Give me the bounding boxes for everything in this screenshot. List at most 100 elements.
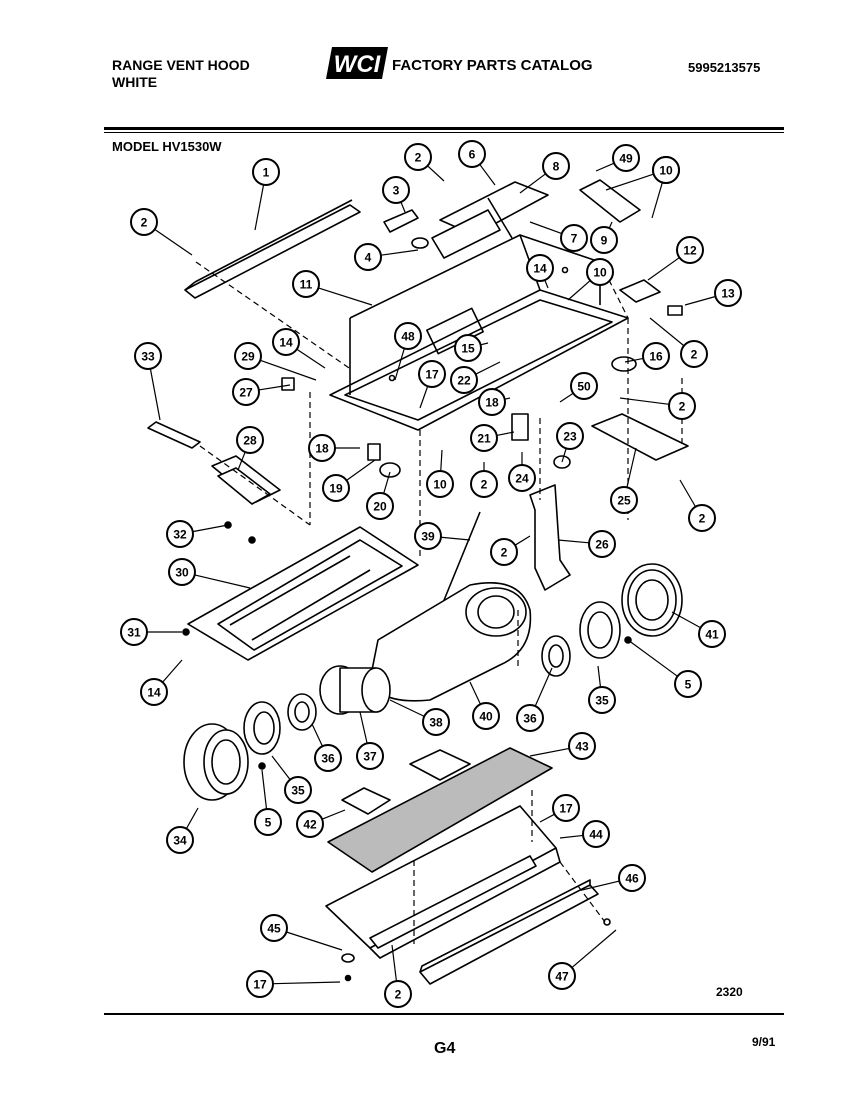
- part-knob: [611, 356, 637, 372]
- leader-line: [389, 699, 425, 717]
- drawing-number: 2320: [716, 985, 743, 999]
- callout-c15: 15: [454, 334, 489, 362]
- leader-line: [624, 357, 644, 363]
- callout-c41: 41: [671, 611, 726, 648]
- callout-bubble: [652, 156, 680, 184]
- callout-label: 16: [649, 350, 663, 364]
- callout-label: 5: [685, 678, 692, 692]
- part-inlet-ring-right: [579, 601, 621, 659]
- part-screw-31: [182, 628, 190, 636]
- callout-c27: 27: [232, 378, 291, 406]
- callout-label: 46: [625, 872, 639, 886]
- leader-line: [296, 348, 326, 369]
- callout-label: 7: [571, 232, 578, 246]
- callout-c10c: 10: [567, 258, 614, 301]
- leader-line: [149, 368, 161, 421]
- callout-bubble: [454, 334, 482, 362]
- part-damper-bracket: [431, 181, 549, 259]
- part-strip: [147, 421, 201, 449]
- callout-bubble: [612, 144, 640, 172]
- part-adapter-ring-left: [287, 693, 317, 731]
- leader-line: [619, 397, 670, 405]
- callout-c3: 3: [382, 176, 410, 213]
- leader-line: [529, 747, 570, 757]
- part-clip: [383, 209, 429, 249]
- callout-bubble: [232, 378, 260, 406]
- callout-bubble: [542, 152, 570, 180]
- product-line-2: WHITE: [112, 74, 158, 90]
- callout-bubble: [356, 742, 384, 770]
- callout-label: 50: [577, 380, 591, 394]
- callout-label: 2: [699, 512, 706, 526]
- callout-bubble: [450, 366, 478, 394]
- callout-label: 3: [393, 184, 400, 198]
- callout-label: 47: [555, 970, 569, 984]
- leader-line: [519, 173, 546, 194]
- callout-c14a: 14: [526, 254, 554, 289]
- leader-line: [626, 447, 637, 488]
- callout-bubble: [120, 618, 148, 646]
- page-code: G4: [434, 1040, 456, 1057]
- callout-c2g: 2: [490, 535, 531, 566]
- leader-line: [496, 431, 515, 437]
- callout-label: 2: [481, 478, 488, 492]
- callout-label: 43: [575, 740, 589, 754]
- leader-line: [529, 221, 562, 235]
- callout-c50: 50: [559, 372, 598, 403]
- callout-label: 33: [141, 350, 155, 364]
- callout-c44: 44: [559, 820, 610, 848]
- callout-label: 39: [421, 530, 435, 544]
- callout-c8: 8: [519, 152, 570, 194]
- part-blower-wheel-left: [183, 723, 249, 801]
- callout-c2h: 2: [384, 944, 412, 1008]
- callout-c19: 19: [322, 459, 376, 502]
- part-motor: [319, 665, 391, 715]
- callout-bubble: [314, 744, 342, 772]
- callout-label: 34: [173, 834, 187, 848]
- leader-line: [419, 386, 429, 409]
- callout-bubble: [308, 434, 336, 462]
- callout-label: 37: [363, 750, 377, 764]
- callout-label: 14: [279, 336, 293, 350]
- callout-c31: 31: [120, 618, 182, 646]
- callout-label: 17: [253, 978, 267, 992]
- part-bottom-panel: [325, 805, 561, 959]
- callout-c23: 23: [556, 422, 584, 463]
- callout-c42: 42: [296, 809, 346, 838]
- callout-c2b: 2: [404, 143, 445, 182]
- callout-label: 24: [515, 472, 529, 486]
- callout-bubble: [470, 424, 498, 452]
- callout-label: 36: [321, 752, 335, 766]
- callout-bubble: [556, 422, 584, 450]
- callout-label: 23: [563, 430, 577, 444]
- callout-bubble: [560, 224, 588, 252]
- leader-line: [544, 279, 549, 289]
- callout-bubble: [322, 474, 350, 502]
- callout-c10d: 10: [426, 449, 454, 498]
- callout-label: 12: [683, 244, 697, 258]
- callout-bubble: [384, 980, 412, 1008]
- callout-label: 11: [300, 278, 313, 292]
- callout-label: 30: [175, 566, 189, 580]
- callout-label: 31: [127, 626, 141, 640]
- leader-line: [475, 361, 501, 375]
- leader-line: [605, 173, 654, 191]
- callout-bubble: [252, 158, 280, 186]
- part-light-lens: [187, 526, 419, 661]
- leader-line: [597, 665, 602, 688]
- callout-c30: 30: [168, 558, 251, 589]
- callout-label: 29: [241, 350, 255, 364]
- leader-line: [394, 348, 405, 381]
- callout-label: 36: [523, 712, 537, 726]
- callout-label: 26: [595, 538, 609, 552]
- callout-bubble: [478, 388, 506, 416]
- callout-c2d: 2: [619, 392, 696, 420]
- callout-label: 45: [267, 922, 281, 936]
- callout-bubble: [698, 620, 726, 648]
- callout-label: 17: [559, 802, 573, 816]
- callout-label: 5: [265, 816, 272, 830]
- part-screw-32b: [248, 536, 256, 544]
- callout-c47: 47: [548, 929, 617, 990]
- callout-bubble: [140, 678, 168, 706]
- leader-line: [440, 536, 471, 541]
